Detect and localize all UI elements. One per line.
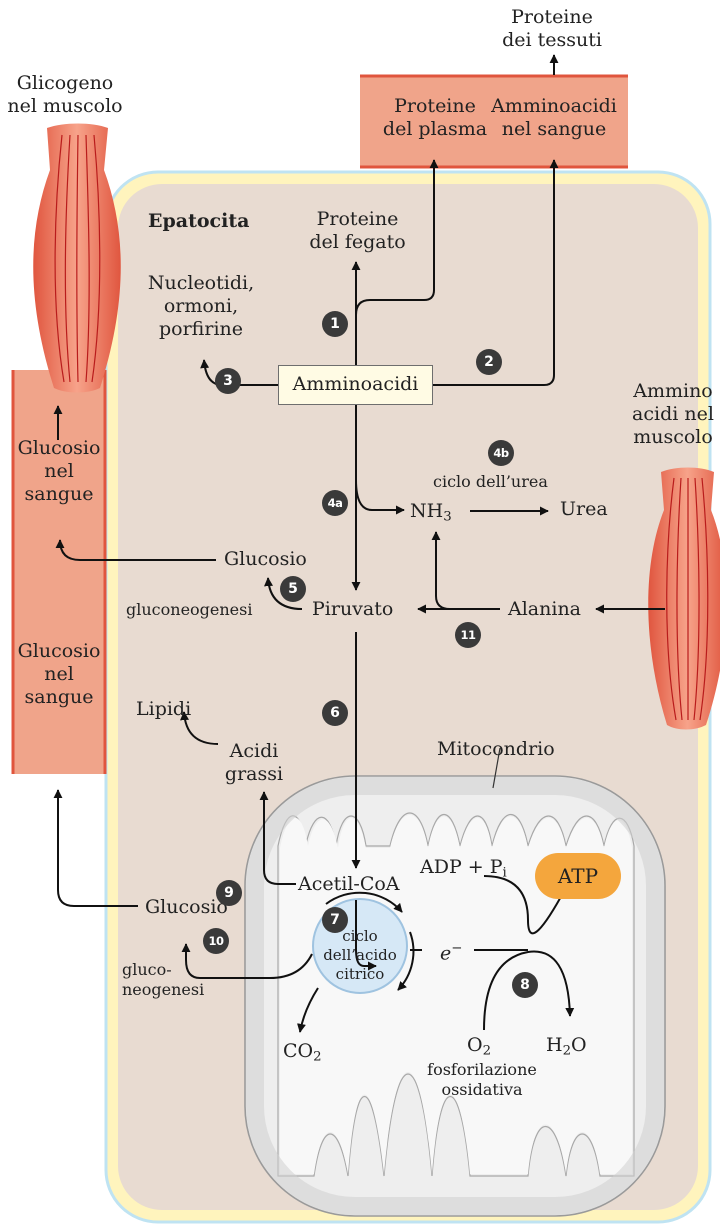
h2o-label: H2O [546,1034,587,1062]
step-badge-3: 3 [215,368,241,394]
co2-label: CO2 [283,1040,322,1068]
mitochondrion [245,748,665,1216]
nucleotides-label: Nucleotidi, ormoni, porfirine [133,272,269,341]
blood-amino-acids-label: Amminoacidi nel sangue [484,95,624,141]
muscle-glycogen-fiber [33,124,121,393]
step-badge-4b: 4b [488,440,514,466]
pyruvate-label: Piruvato [312,598,393,621]
step-badge-8: 8 [512,972,538,998]
urea-label: Urea [560,498,608,521]
plasma-proteins-label: Proteine del plasma [375,95,495,141]
amino-acids-box: Amminoacidi [278,365,433,405]
step-badge-7: 7 [322,907,348,933]
o2-label: O2 [467,1034,491,1062]
glucose-upper-label: Glucosio [224,548,307,571]
muscle-amino-acids-label: Ammino acidi nel muscolo [618,380,720,449]
cell-title: Epatocita [148,210,249,233]
glucose-lower-label: Glucosio [145,896,228,919]
step-badge-9: 9 [216,880,242,906]
alanine-label: Alanina [508,598,581,621]
lipids-label: Lipidi [136,698,191,721]
tissue-proteins-label: Proteine dei tessuti [492,6,612,52]
electron-label: e− [440,937,462,965]
blood-glucose-upper-label: Glucosio nel sangue [10,437,108,506]
step-badge-1: 1 [322,311,348,337]
fatty-acids-label: Acidi grassi [214,740,294,786]
liver-proteins-label: Proteine del fegato [300,208,415,254]
atp-badge: ATP [535,853,621,899]
urea-cycle-label: ciclo dell’urea [433,472,548,492]
step-badge-10: 10 [203,928,229,954]
oxphos-label: fosforilazione ossidativa [422,1060,542,1100]
gluconeogenesis-upper-label: gluconeogenesi [126,600,252,620]
step-badge-5: 5 [280,576,306,602]
adp-pi-label: ADP + Pi [420,856,507,884]
step-badge-4a: 4a [322,490,348,516]
step-badge-2: 2 [476,349,502,375]
mitochondrion-label: Mitocondrio [437,738,555,761]
muscle-glycogen-label: Glicogeno nel muscolo [5,72,125,118]
gluconeogenesis-lower-label: gluco- neogenesi [122,960,228,1000]
nh3-label: NH3 [410,500,452,528]
citric-cycle-label: ciclo dell’acido citrico [313,927,407,984]
acetyl-coa-label: Acetil-CoA [298,873,400,896]
blood-glucose-lower-label: Glucosio nel sangue [10,640,108,709]
step-badge-11: 11 [455,622,481,648]
step-badge-6: 6 [322,700,348,726]
